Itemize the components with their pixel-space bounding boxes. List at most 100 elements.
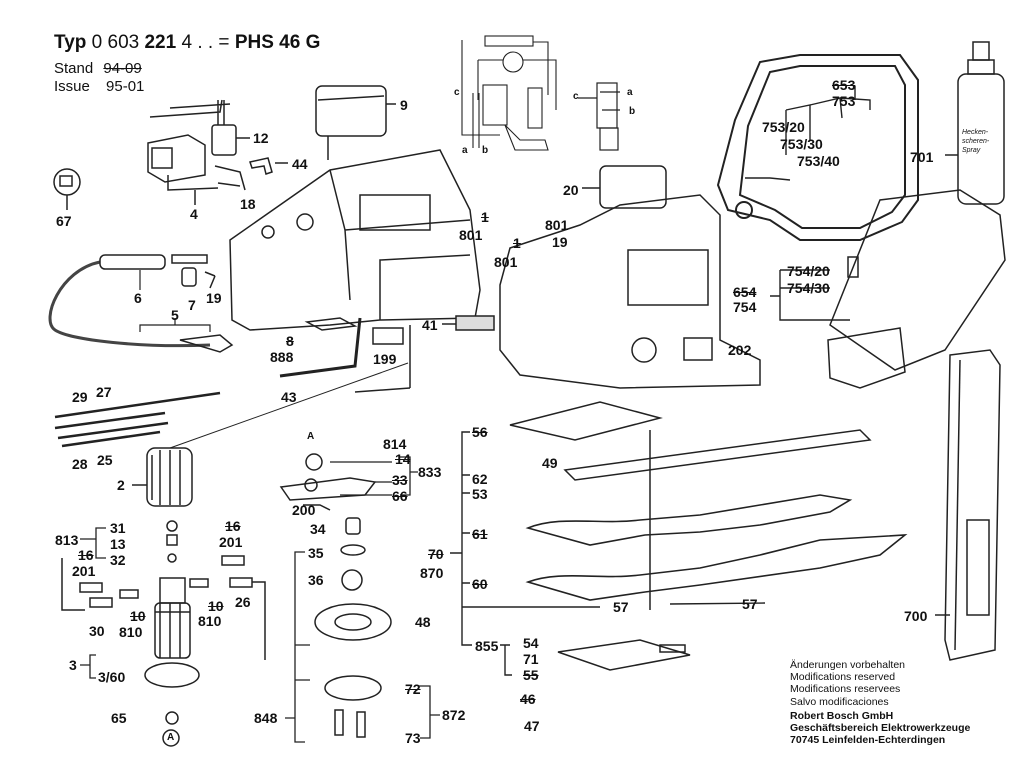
- stand-line: Stand 94-09: [54, 60, 142, 77]
- part-label-753-20: 753/20: [762, 119, 805, 135]
- part-label-753: 753: [832, 93, 856, 109]
- part-label-200: 200: [292, 502, 316, 518]
- part-label-813: 813: [55, 532, 79, 548]
- part-gear-train: [279, 453, 392, 738]
- bracket-870: [450, 431, 766, 676]
- part-label-66-obsolete: 66: [392, 488, 408, 504]
- part-label-654-obsolete: 654: [733, 284, 757, 300]
- part-label-55-obsolete: 55: [523, 667, 539, 683]
- part-label-29: 29: [72, 389, 88, 405]
- footer-line-en: Modifications reserved: [790, 671, 896, 684]
- part-label-9: 9: [400, 97, 408, 113]
- part-67-cap: [53, 168, 81, 210]
- part-label-27: 27: [96, 384, 112, 400]
- switch-label-c: c: [573, 91, 579, 102]
- part-3-armature: [144, 520, 200, 747]
- part-label-26: 26: [235, 594, 251, 610]
- footer-address: 70745 Leinfelden-Echterdingen: [790, 734, 946, 747]
- part-label-28: 28: [72, 456, 88, 472]
- footer-line-fr: Modifications reservees: [790, 683, 901, 696]
- part-7-clamp: [181, 267, 216, 289]
- part-9-label: [315, 85, 396, 160]
- part-label-35: 35: [308, 545, 324, 561]
- part-653-handle-bow: [716, 54, 919, 241]
- part-label-19-b: 19: [552, 234, 568, 250]
- bracket-754: [770, 269, 850, 321]
- part-label-201-a: 201: [72, 563, 96, 579]
- housing-left: [229, 149, 481, 331]
- part-label-46-obsolete: 46: [520, 691, 536, 707]
- part-label-1-obsolete-b: 1: [513, 235, 521, 251]
- part-label-12: 12: [253, 130, 269, 146]
- part-label-57-b: 57: [742, 596, 758, 612]
- part-label-61-obsolete: 61: [472, 526, 488, 542]
- footer-company: Robert Bosch GmbH: [790, 709, 894, 722]
- model-name: PHS 46 G: [234, 32, 321, 53]
- bracket-753: [745, 86, 871, 181]
- wire-label-a: a: [462, 145, 468, 156]
- part-label-1-obsolete-a: 1: [481, 209, 489, 225]
- part-label-65: 65: [111, 710, 127, 726]
- part-label-20: 20: [563, 182, 579, 198]
- parts-brushes: [61, 555, 266, 660]
- part-label-18: 18: [240, 196, 256, 212]
- part-label-49: 49: [542, 455, 558, 471]
- part-700-blade-cover: [935, 349, 1001, 661]
- part-label-44: 44: [292, 156, 308, 172]
- part-label-16-obsolete-b: 16: [225, 518, 241, 534]
- part-label-833: 833: [418, 464, 442, 480]
- part-label-870: 870: [420, 565, 444, 581]
- part-754-blade-guard: [827, 189, 1006, 389]
- spray-can-text: Hecken- scheren- Spray: [962, 129, 990, 154]
- part-18-screws: [214, 165, 246, 191]
- part-label-801-c: 801: [545, 217, 569, 233]
- part-label-6: 6: [134, 290, 142, 306]
- part-label-4: 4: [190, 206, 198, 222]
- footer-notes: Änderungen vorbehalten Modifications res…: [790, 659, 970, 746]
- part-label-62: 62: [472, 471, 488, 487]
- part-701-spray-can: [945, 41, 1005, 205]
- issue-label: Issue: [54, 78, 90, 95]
- marker-A-bottom: A: [167, 732, 175, 743]
- typ-label: Typ: [54, 32, 87, 53]
- part-blade-assembly: [509, 401, 908, 671]
- part-label-814: 814: [383, 436, 407, 452]
- bracket-848: [285, 456, 440, 743]
- part-5-6-cable: [48, 254, 234, 353]
- wire-label-b: b: [482, 145, 489, 156]
- part-label-872: 872: [442, 707, 466, 723]
- part-label-753-40: 753/40: [797, 153, 840, 169]
- switch-detail: [578, 82, 620, 151]
- part-label-41: 41: [422, 317, 438, 333]
- typ-number-c: 4 . . =: [181, 32, 230, 53]
- part-label-8-obsolete: 8: [286, 333, 294, 349]
- parts-small-left: [279, 315, 495, 393]
- part-label-36: 36: [308, 572, 324, 588]
- part-label-701: 701: [910, 149, 934, 165]
- part-label-888: 888: [270, 349, 294, 365]
- part-label-754-20: 754/20: [787, 263, 830, 279]
- switch-label-b: b: [629, 106, 636, 117]
- part-label-202: 202: [728, 342, 752, 358]
- part-label-10-obsolete-a: 10: [130, 608, 146, 624]
- stand-label: Stand: [54, 60, 94, 77]
- part-label-19: 19: [206, 290, 222, 306]
- part-label-801-a: 801: [459, 227, 483, 243]
- part-label-32: 32: [110, 552, 126, 568]
- bracket-813: [80, 527, 106, 679]
- typ-number-a: 0 603: [91, 32, 140, 53]
- switch-label-a: a: [627, 87, 633, 98]
- part-label-53: 53: [472, 486, 488, 502]
- footer-line-de: Änderungen vorbehalten: [790, 659, 906, 671]
- footer-line-es: Salvo modificaciones: [790, 695, 889, 708]
- part-label-810-b: 810: [198, 613, 222, 629]
- part-label-3: 3: [69, 657, 77, 673]
- part-label-753-30: 753/30: [780, 136, 823, 152]
- part-label-73: 73: [405, 730, 421, 746]
- part-label-754: 754: [733, 299, 757, 315]
- part-label-7: 7: [188, 297, 196, 313]
- part-label-60-obsolete: 60: [472, 576, 488, 592]
- part-4-switch: [147, 134, 219, 205]
- part-2-stator: [132, 362, 409, 507]
- part-label-33-obsolete: 33: [392, 472, 408, 488]
